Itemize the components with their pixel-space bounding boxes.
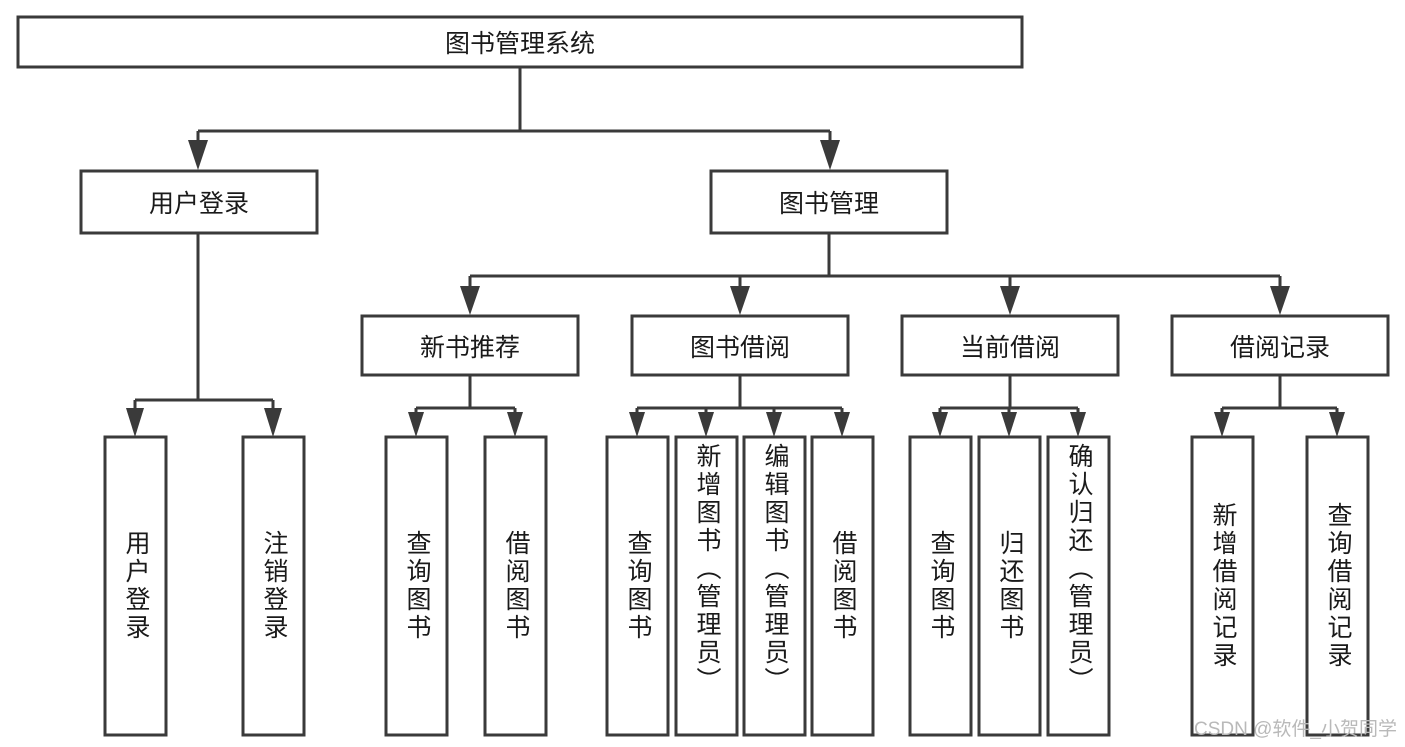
arrow-head-bb-leaf-1 bbox=[629, 412, 645, 437]
arrow-head-bb-leaf-2 bbox=[698, 412, 714, 437]
node-box-book-borrow[interactable] bbox=[630, 314, 850, 377]
arrow-head-bb-leaf-3 bbox=[766, 412, 782, 437]
arrow-head-borrow-record bbox=[1270, 286, 1290, 315]
node-box-leaf-confirm-return-admin[interactable] bbox=[1046, 435, 1111, 737]
node-box-leaf-borrow-book-1[interactable] bbox=[483, 435, 548, 737]
node-box-leaf-edit-book-admin[interactable] bbox=[742, 435, 807, 737]
arrow-head-leaf-user-login bbox=[126, 408, 144, 437]
arrow-head-leaf-logout bbox=[264, 408, 282, 437]
node-box-leaf-logout[interactable] bbox=[241, 435, 306, 737]
node-box-root[interactable] bbox=[16, 15, 1024, 69]
arrow-head-cb-leaf-1 bbox=[932, 412, 948, 437]
arrow-head-current-borrow bbox=[1000, 286, 1020, 315]
arrow-head-bb-leaf-4 bbox=[834, 412, 850, 437]
arrow-head-cb-leaf-3 bbox=[1070, 412, 1086, 437]
node-box-leaf-query-book-2[interactable] bbox=[605, 435, 670, 737]
node-box-leaf-borrow-book-2[interactable] bbox=[810, 435, 875, 737]
node-box-leaf-add-book-admin[interactable] bbox=[674, 435, 739, 737]
node-box-leaf-query-borrow-record[interactable] bbox=[1305, 435, 1370, 737]
arrow-head-nbr-leaf-2 bbox=[507, 412, 523, 437]
arrow-head-br-leaf-1 bbox=[1214, 412, 1230, 437]
arrow-head-book-mgmt bbox=[820, 140, 840, 170]
node-box-user-login[interactable] bbox=[79, 169, 319, 235]
arrow-head-nbr-leaf-1 bbox=[408, 412, 424, 437]
arrow-head-cb-leaf-2 bbox=[1001, 412, 1017, 437]
node-box-leaf-user-login[interactable] bbox=[103, 435, 168, 737]
arrow-head-user-login bbox=[188, 140, 208, 170]
node-box-current-borrow[interactable] bbox=[900, 314, 1120, 377]
node-box-new-book-recommend[interactable] bbox=[360, 314, 580, 377]
node-box-book-management[interactable] bbox=[709, 169, 949, 235]
arrow-head-new-book-rec bbox=[460, 286, 480, 315]
node-box-leaf-query-book-3[interactable] bbox=[908, 435, 973, 737]
arrow-head-br-leaf-2 bbox=[1329, 412, 1345, 437]
node-box-leaf-return-book[interactable] bbox=[977, 435, 1042, 737]
arrow-head-book-borrow bbox=[730, 286, 750, 315]
node-box-leaf-query-book-1[interactable] bbox=[384, 435, 449, 737]
node-box-borrow-record[interactable] bbox=[1170, 314, 1390, 377]
node-box-leaf-add-borrow-record[interactable] bbox=[1190, 435, 1255, 737]
